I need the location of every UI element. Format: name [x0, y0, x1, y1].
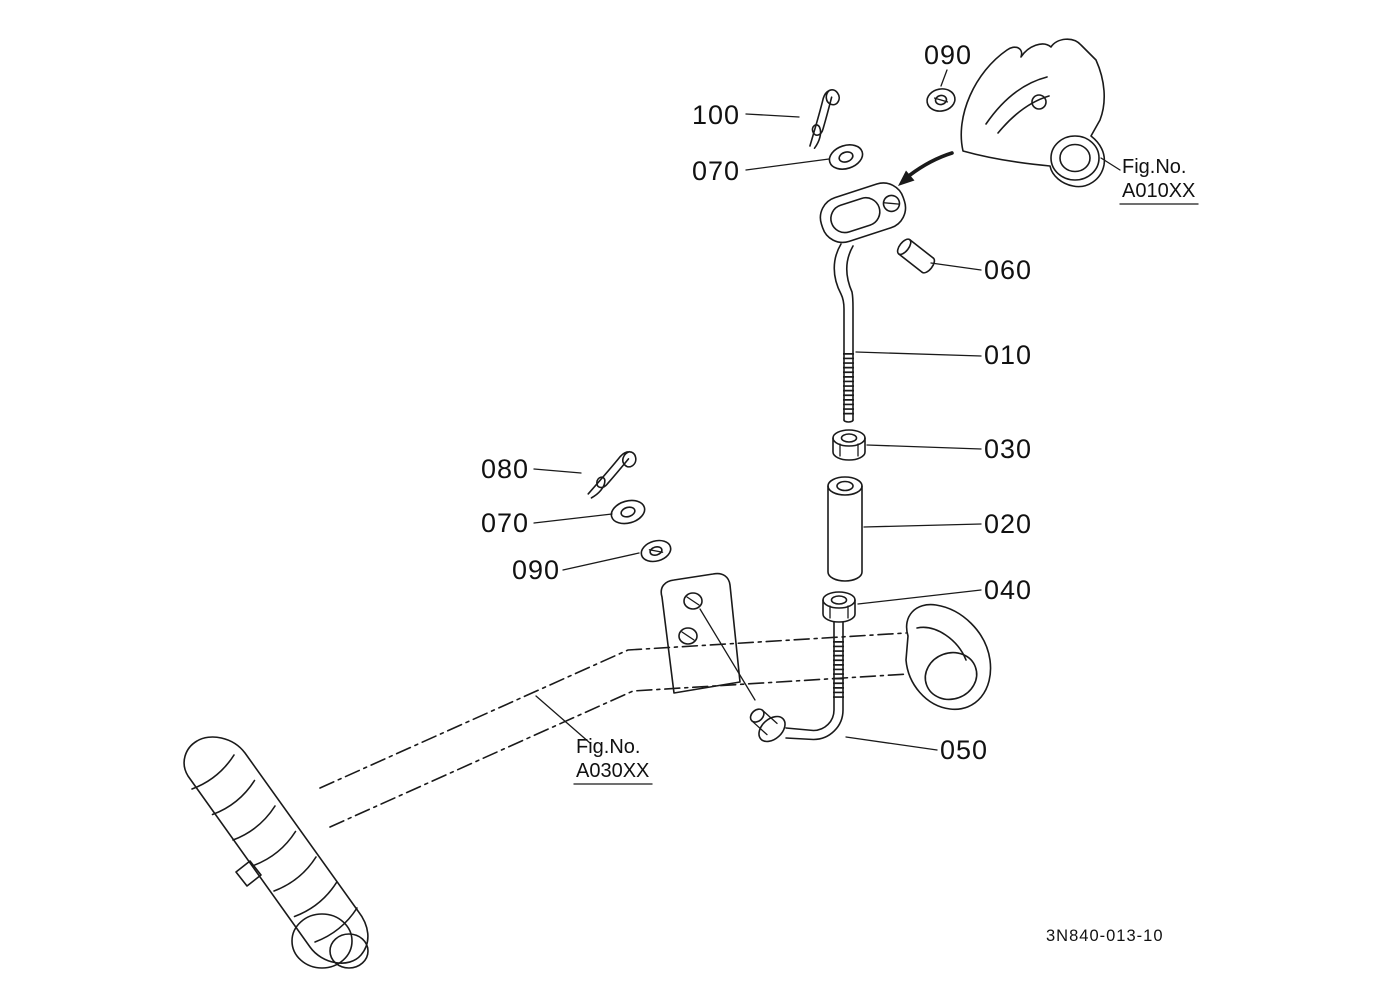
figref-a010-line1: Fig.No.: [1122, 156, 1186, 178]
leader-figref-a030: [535, 695, 591, 744]
leader-100: [745, 113, 800, 118]
leader-050: [845, 736, 938, 751]
callout-020: 020: [984, 509, 1032, 539]
callout-070-top: 070: [692, 156, 740, 186]
drawing-number: 3N840-013-10: [1046, 927, 1164, 945]
rod-050: [749, 621, 844, 743]
callout-060: 060: [984, 255, 1032, 285]
pin-060: [896, 238, 936, 274]
callout-040: 040: [984, 575, 1032, 605]
bracket-plate: [660, 572, 741, 694]
washer-070-top: [828, 144, 864, 170]
callout-070-left: 070: [481, 508, 529, 538]
spacer-020: [827, 476, 863, 582]
hairpin-clip-100: [793, 86, 851, 150]
pivot-tube-ref: [291, 913, 369, 969]
washer-070-left: [610, 499, 646, 525]
leader-030: [866, 444, 982, 450]
alignment-line: [699, 608, 756, 701]
nut-040: [822, 591, 856, 623]
leader-010: [855, 351, 982, 357]
callout-090-top: 090: [924, 40, 972, 70]
arm-boss-ref: [905, 603, 992, 710]
hairpin-clip-080: [578, 448, 644, 500]
callout-100: 100: [692, 100, 740, 130]
leader-090-left: [562, 552, 640, 571]
leader-090-top: [940, 69, 948, 87]
pedal-pad-ref: [183, 736, 369, 964]
rod-010: [833, 243, 854, 423]
callout-010: 010: [984, 340, 1032, 370]
push-nut-090-left: [640, 539, 672, 563]
clevis-joint: [819, 182, 907, 244]
callout-080: 080: [481, 454, 529, 484]
leader-lines: [533, 69, 1121, 751]
push-nut-090-top: [926, 88, 956, 112]
callout-030: 030: [984, 434, 1032, 464]
leader-060: [930, 262, 982, 271]
callout-090-left: 090: [512, 555, 560, 585]
leader-figref-a010: [1100, 157, 1121, 171]
leader-070-left: [533, 513, 613, 524]
leader-040: [857, 589, 982, 605]
leader-020: [863, 523, 982, 528]
figref-a010-line2: A010XX: [1122, 180, 1195, 202]
figref-a030-line2: A030XX: [576, 760, 649, 782]
nut-030: [832, 429, 866, 461]
leader-080: [533, 468, 582, 474]
cam-plate-ref: [960, 38, 1106, 188]
assembly-arrow-icon: [898, 151, 954, 186]
leader-070-top: [745, 158, 830, 171]
figref-a030-line1: Fig.No.: [576, 736, 640, 758]
callout-050: 050: [940, 735, 988, 765]
pedal-arm-ref: [319, 632, 909, 828]
